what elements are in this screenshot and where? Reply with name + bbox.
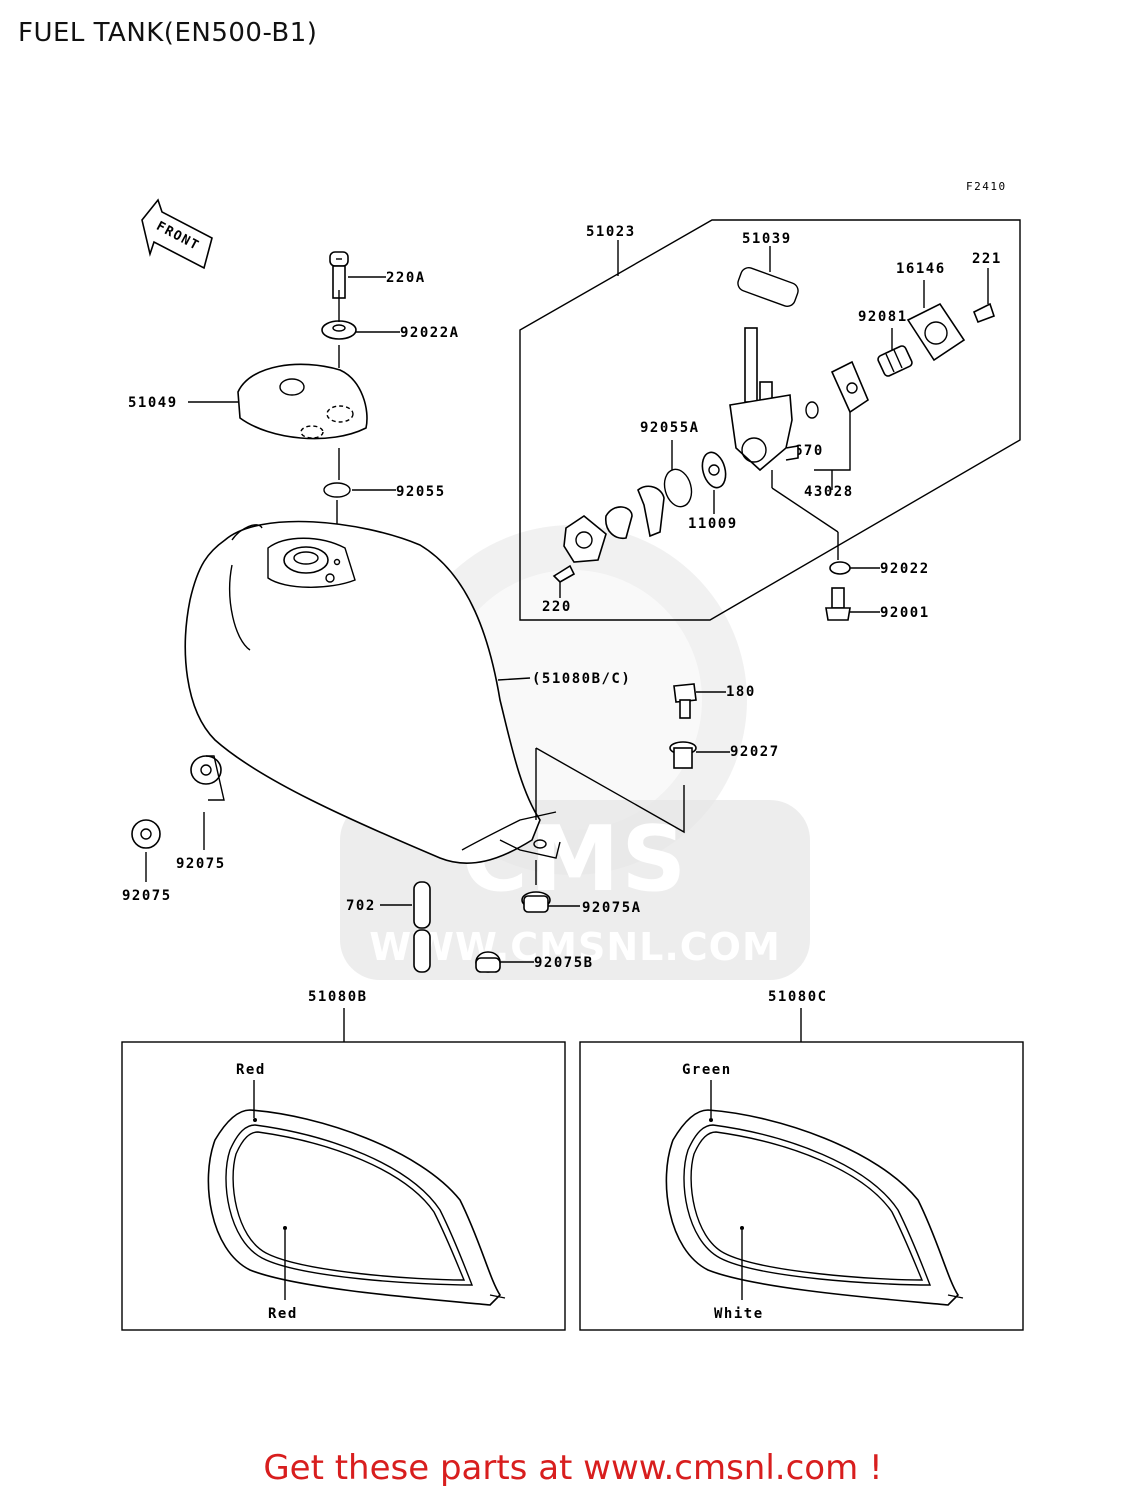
label-220a: 220A — [386, 270, 426, 286]
oring-92055a-icon — [663, 468, 693, 508]
label-92055: 92055 — [396, 484, 446, 500]
label-51039: 51039 — [742, 231, 792, 247]
label-51080b-top-color: Red — [236, 1062, 266, 1078]
label-220: 220 — [542, 599, 572, 615]
label-92022a: 92022A — [400, 325, 460, 341]
label-51080b: 51080B — [308, 989, 368, 1005]
screw-220-icon — [552, 564, 576, 583]
strainer-icon — [637, 485, 665, 538]
damper-92075-left-icon — [131, 819, 161, 849]
watermark-url: WWW.CMSNL.COM — [369, 925, 781, 969]
label-92055a: 92055A — [640, 420, 700, 436]
gasket-ring-icon — [605, 506, 633, 540]
screw-221-icon — [972, 302, 996, 324]
spring-92081-icon — [877, 345, 913, 377]
tank-decal-51080b-icon — [207, 1109, 506, 1306]
washer-92022a-icon — [321, 320, 357, 340]
bolt-92001-icon — [825, 587, 851, 621]
gasket-51039-icon — [737, 267, 799, 307]
variant-panel-51080c — [579, 1041, 1024, 1331]
bolt-180-icon — [673, 683, 697, 719]
label-51023: 51023 — [586, 224, 636, 240]
fuel-tank-icon — [184, 520, 561, 864]
label-92001: 92001 — [880, 605, 930, 621]
label-11009: 11009 — [688, 516, 738, 532]
cover-16146-icon — [906, 302, 966, 362]
label-51049: 51049 — [128, 395, 178, 411]
diaphragm-43028-icon — [830, 360, 869, 414]
label-92075-left: 92075 — [122, 888, 172, 904]
figure-code: F2410 — [966, 180, 1007, 193]
label-92027: 92027 — [730, 744, 780, 760]
variant-panel-51080b — [121, 1041, 566, 1331]
collar-92027-icon — [669, 741, 697, 769]
grommet-92075a-icon — [521, 891, 551, 913]
assembly-51023-box — [519, 219, 1021, 621]
label-16146: 16146 — [896, 261, 946, 277]
damper-92075-right-icon — [190, 755, 225, 801]
label-221: 221 — [972, 251, 1002, 267]
label-51080b-bottom-color: Red — [268, 1306, 298, 1322]
label-51080bc: (51080B/C) — [532, 671, 631, 687]
oring-92055-icon — [323, 482, 351, 498]
label-670: 670 — [794, 443, 824, 459]
page-title: FUEL TANK(EN500-B1) — [18, 18, 318, 48]
tank-decal-51080c-icon — [665, 1109, 964, 1306]
label-51080c: 51080C — [768, 989, 828, 1005]
hose-702-icon — [413, 881, 431, 973]
footer-promo[interactable]: Get these parts at www.cmsnl.com ! — [263, 1448, 883, 1488]
washer-92022-icon — [829, 561, 851, 575]
label-92022: 92022 — [880, 561, 930, 577]
label-180: 180 — [726, 684, 756, 700]
label-702: 702 — [346, 898, 376, 914]
label-51080c-bottom-color: White — [714, 1306, 764, 1322]
oring-670-icon — [805, 401, 819, 419]
label-43028: 43028 — [804, 484, 854, 500]
cap-51049-icon — [237, 363, 368, 440]
label-92075a: 92075A — [582, 900, 642, 916]
label-51080c-top-color: Green — [682, 1062, 732, 1078]
plate-gasket-icon — [563, 515, 607, 563]
fuel-tap-icon — [729, 327, 799, 472]
grommet-92075b-icon — [475, 951, 501, 973]
label-92075-right: 92075 — [176, 856, 226, 872]
front-arrow-icon: FRONT — [141, 198, 213, 270]
label-92075b: 92075B — [534, 955, 594, 971]
label-92081: 92081 — [858, 309, 908, 325]
filter-11009-icon — [701, 451, 727, 489]
